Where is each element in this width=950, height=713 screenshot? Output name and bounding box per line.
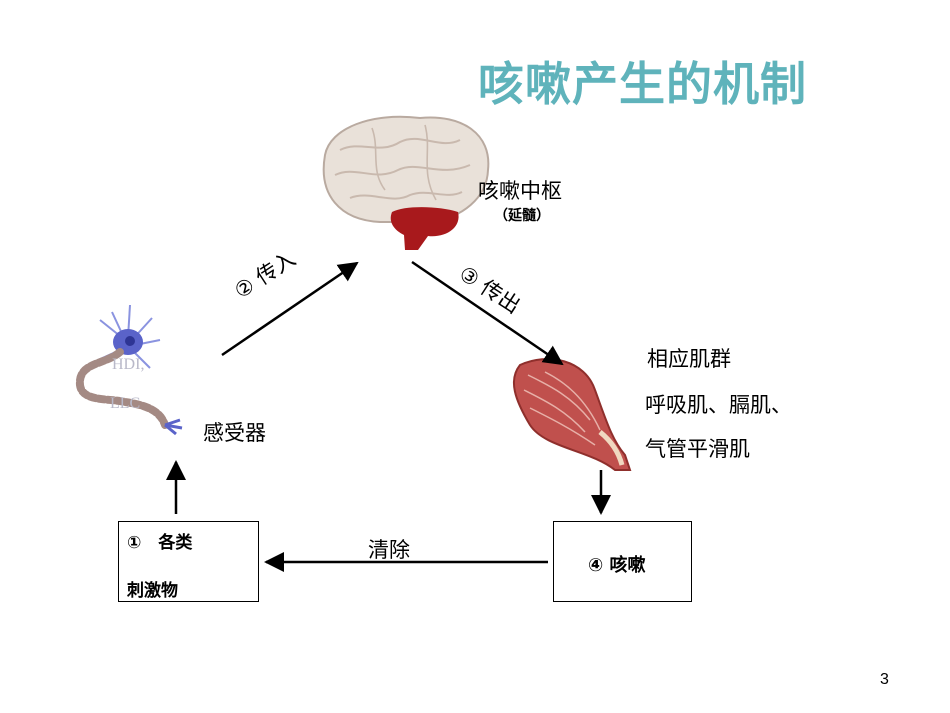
muscle-group-label: 相应肌群 [647, 347, 731, 371]
muscle-image [512, 358, 632, 471]
medulla-highlight [390, 207, 459, 250]
clear-label: 清除 [368, 538, 410, 562]
stimulus-line2: 刺激物 [127, 581, 178, 601]
neuron-image [75, 304, 183, 436]
brain-image [322, 115, 490, 250]
neuron-watermark-2: LLC [110, 395, 141, 412]
page-title: 咳嗽产生的机制 [478, 57, 807, 111]
cough-box: ④ 咳嗽 [553, 521, 692, 602]
cough-center-label: 咳嗽中枢 [478, 179, 562, 203]
page-number: 3 [880, 671, 889, 688]
stimulus-line1: ① 各类 [127, 533, 193, 553]
afferent-arrow [221, 261, 359, 357]
muscle-group-line3: 气管平滑肌 [645, 437, 750, 461]
efferent-arrow [411, 260, 564, 366]
stimulus-box: ① 各类 刺激物 [118, 521, 259, 602]
receptor-label: 感受器 [203, 421, 266, 445]
medulla-label: （延髓） [494, 208, 550, 224]
neuron-watermark-1: HDI, [112, 356, 145, 373]
muscle-group-line2: 呼吸肌、膈肌、 [645, 393, 792, 417]
cough-box-label: ④ 咳嗽 [588, 555, 646, 576]
